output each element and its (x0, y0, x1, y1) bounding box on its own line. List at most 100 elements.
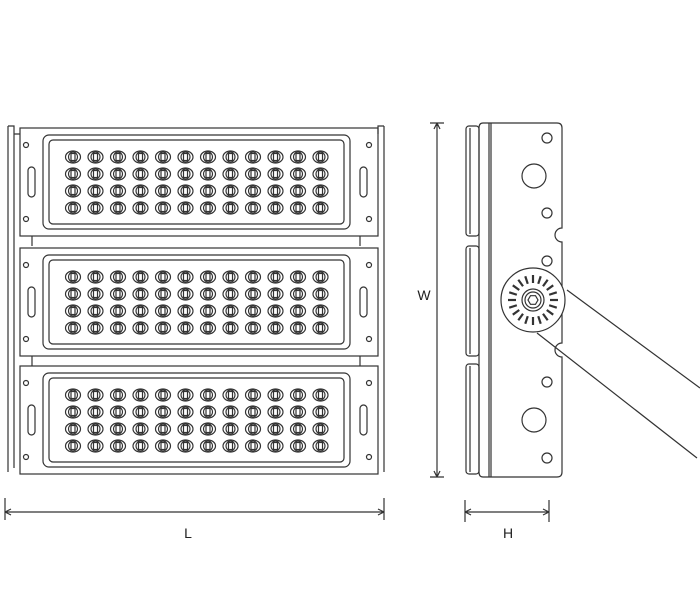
led-lens-outer (87, 184, 104, 198)
led-lens-outer (87, 388, 104, 402)
led-chip (92, 186, 99, 196)
led-lens (132, 422, 149, 436)
led-lens-outer (312, 439, 329, 453)
module-profile-middle (465, 245, 480, 357)
led-lens (244, 422, 262, 436)
led-lens-outer (267, 201, 284, 215)
led-lens-ring (202, 168, 214, 180)
led-lens-outer (132, 422, 149, 436)
large-hole (521, 163, 547, 189)
disc-tooth (546, 284, 554, 291)
led-chip (272, 306, 279, 316)
led-lens-ring (157, 322, 169, 334)
led-lens-ring (292, 389, 304, 401)
led-chip (160, 323, 166, 333)
right-side-bracket (377, 125, 385, 472)
led-chip (70, 169, 76, 179)
led-lens-outer (267, 321, 284, 335)
led-chip (137, 407, 144, 417)
led-chip (205, 441, 211, 451)
led-lens (199, 287, 217, 301)
led-chip (250, 441, 256, 451)
led-lens-ring (157, 423, 169, 435)
led-lens-outer (177, 167, 194, 181)
led-chip (92, 390, 99, 400)
led-lens-outer (154, 167, 172, 181)
led-lens-ring (157, 288, 169, 300)
led-lens-ring (315, 202, 326, 214)
disc-tooth (537, 315, 542, 325)
screw-hole (22, 379, 30, 387)
led-chip (227, 152, 234, 162)
led-lens (109, 167, 127, 181)
led-lens (222, 184, 239, 198)
led-lens-ring (225, 440, 236, 452)
led-chip (272, 289, 279, 299)
led-lens-outer (199, 405, 217, 419)
led-lens-ring (90, 288, 101, 300)
led-lens (87, 184, 104, 198)
led-lens-outer (267, 184, 284, 198)
led-lens (244, 167, 262, 181)
led-lens-outer (312, 422, 329, 436)
led-lens-ring (247, 440, 259, 452)
led-lens-ring (112, 423, 124, 435)
led-lens-ring (90, 202, 101, 214)
led-lens-outer (244, 270, 262, 284)
led-lens (267, 184, 284, 198)
led-lens-ring (292, 406, 304, 418)
led-chip (182, 390, 189, 400)
led-lens (177, 422, 194, 436)
led-lens-ring (112, 185, 124, 197)
led-lens-ring (202, 271, 214, 283)
led-lens-ring (292, 202, 304, 214)
led-chip (182, 306, 189, 316)
led-lens-outer (87, 287, 104, 301)
led-chip (160, 441, 166, 451)
led-lens-ring (67, 288, 79, 300)
led-lens (312, 304, 329, 318)
led-lens (64, 150, 82, 164)
led-lens-outer (109, 184, 127, 198)
led-lens-outer (244, 439, 262, 453)
height-dimension (464, 500, 550, 522)
led-lens (267, 388, 284, 402)
led-lens-outer (244, 422, 262, 436)
led-chip (160, 186, 166, 196)
led-chip (70, 306, 76, 316)
led-lens (177, 405, 194, 419)
led-lens-ring (315, 440, 326, 452)
led-lens-ring (135, 168, 146, 180)
led-lens-ring (270, 322, 281, 334)
led-lens-ring (67, 168, 79, 180)
led-chip (295, 186, 301, 196)
led-chip (250, 306, 256, 316)
led-chip (227, 424, 234, 434)
led-lens-outer (109, 422, 127, 436)
hole (541, 376, 553, 388)
led-lens-ring (247, 322, 259, 334)
led-lens-outer (289, 321, 307, 335)
led-lens-outer (289, 304, 307, 318)
led-chip (250, 186, 256, 196)
led-lens-outer (132, 405, 149, 419)
screw-hole (365, 335, 373, 343)
led-lens-ring (112, 389, 124, 401)
led-lens (312, 167, 329, 181)
left-side-bracket (7, 125, 20, 472)
led-lens-outer (64, 201, 82, 215)
led-lens-ring (247, 305, 259, 317)
led-chip (205, 424, 211, 434)
led-lens-outer (312, 270, 329, 284)
screw-hole (22, 335, 30, 343)
led-chip (317, 169, 324, 179)
led-lens-ring (180, 305, 191, 317)
led-lens-outer (64, 422, 82, 436)
led-lens-outer (87, 422, 104, 436)
led-lens-outer (64, 321, 82, 335)
disc-tooth (508, 304, 518, 309)
disc-tooth (537, 275, 542, 285)
led-lens-ring (180, 406, 191, 418)
led-chip (250, 323, 256, 333)
led-lens (132, 150, 149, 164)
